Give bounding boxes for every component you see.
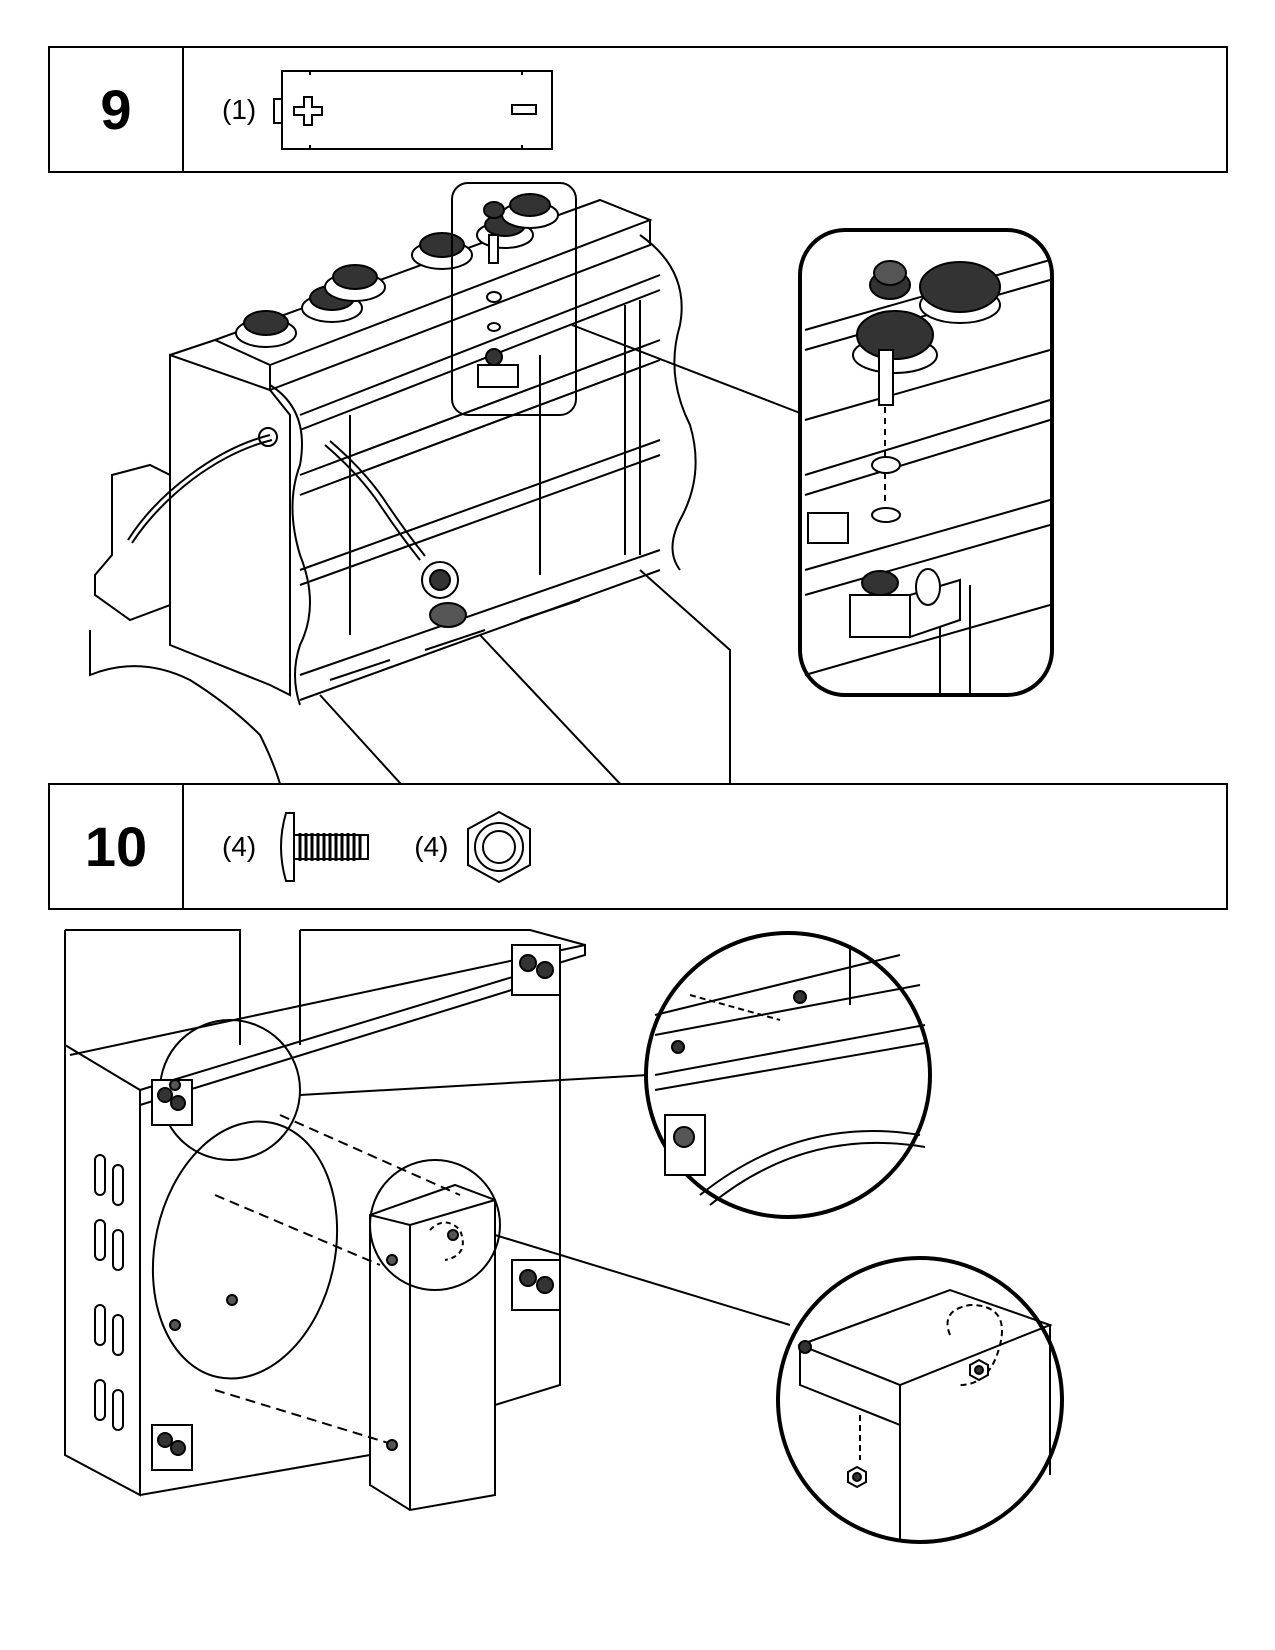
step-10-illustration xyxy=(64,929,1064,1544)
step-10-header: 10 (4) (4) xyxy=(48,783,1228,910)
detail-callout-box xyxy=(451,182,577,416)
step-10-zoom-top xyxy=(644,931,932,1219)
step-9-number-cell: 9 xyxy=(50,48,184,171)
step-9-parts: (1) xyxy=(182,48,1226,171)
step-10-parts: (4) (4) xyxy=(182,785,1226,908)
battery-icon xyxy=(273,69,554,150)
hex-nut-icon xyxy=(467,810,532,883)
step-9-number: 9 xyxy=(100,78,132,141)
hex-nut-quantity: (4) xyxy=(414,830,449,862)
step-9-illustration xyxy=(89,182,1054,806)
step-10-zoom-bottom xyxy=(776,1256,1064,1544)
battery-quantity: (1) xyxy=(222,93,257,125)
step-10-number-cell: 10 xyxy=(50,785,184,908)
step-9-header: 9 (1) xyxy=(48,46,1228,173)
screw-quantity: (4) xyxy=(222,830,257,862)
control-knobs xyxy=(235,193,559,348)
step-10-number: 10 xyxy=(84,815,148,878)
screw-icon xyxy=(280,811,370,882)
gas-hose xyxy=(127,427,467,628)
step-9-zoom-detail xyxy=(798,228,1054,697)
